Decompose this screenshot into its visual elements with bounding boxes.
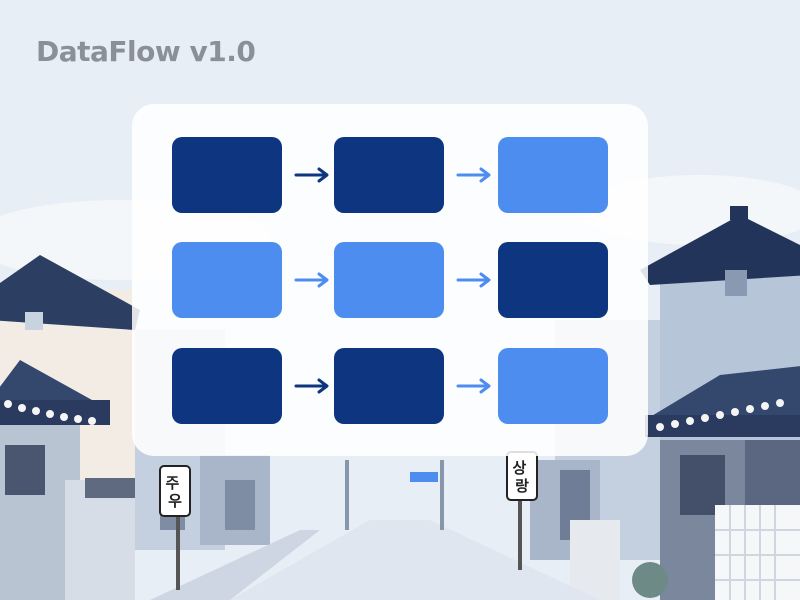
flow-node-r3-c2	[334, 348, 444, 424]
flow-diagram-panel	[132, 104, 648, 456]
flow-node-r1-c1	[172, 137, 282, 213]
left-building	[0, 255, 140, 600]
flow-node-r3-c1	[172, 348, 282, 424]
flow-arrow-icon-r1-1	[294, 167, 329, 183]
flow-arrow-icon-r1-2	[456, 167, 491, 183]
right-street-sign: 상 랑	[506, 451, 538, 501]
left-street-sign: 주 우	[159, 465, 191, 517]
right-building	[570, 206, 800, 600]
right-sign-text: 상 랑	[512, 459, 531, 495]
flow-node-r3-c3	[498, 348, 608, 424]
left-sign-text: 주 우	[165, 474, 184, 510]
flow-arrow-icon-r3-1	[294, 378, 329, 394]
flow-arrow-icon-r3-2	[456, 378, 491, 394]
flow-node-r2-c3	[498, 242, 608, 318]
flow-node-r1-c2	[334, 137, 444, 213]
flow-arrow-icon-r2-2	[456, 272, 491, 288]
app-title: DataFlow v1.0	[36, 35, 256, 68]
flow-node-r1-c3	[498, 137, 608, 213]
flow-node-r2-c2	[334, 242, 444, 318]
flow-node-r2-c1	[172, 242, 282, 318]
flow-arrow-icon-r2-1	[294, 272, 329, 288]
